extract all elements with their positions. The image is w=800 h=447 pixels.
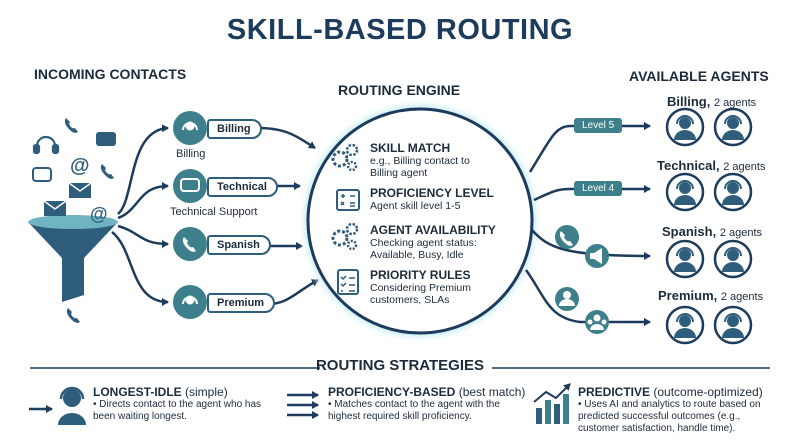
agent-avatar (713, 305, 753, 345)
phone-icon (182, 237, 196, 252)
agent-group-spanish-count: 2 agents (719, 227, 763, 239)
checklist-icon (337, 269, 359, 295)
agent-avatar (665, 305, 705, 345)
strategy-longest-idle-desc: • Directs contact to the agent who has b… (93, 399, 262, 422)
agent-group-premium-count: 2 agents (720, 291, 764, 303)
agent-group-billing-name: Billing, (667, 94, 711, 109)
headset-icon (32, 135, 60, 155)
strategy-proficiency: PROFICIENCY-BASED (best match) (328, 385, 525, 399)
agent-group-technical: Technical, 2 agents (657, 158, 765, 173)
agent-group-billing-count: 2 agents (713, 97, 757, 109)
routing-engine-circle (306, 107, 534, 335)
phone-icon (100, 164, 114, 179)
strategy-predictive: PREDICTIVE (outcome-optimized) (578, 385, 763, 399)
envelope-icon (43, 200, 67, 216)
agent-group-technical-name: Technical, (657, 158, 720, 173)
contact-tag-premium: Premium (207, 293, 276, 313)
calculator-icon (336, 189, 360, 211)
phone-icon (559, 231, 573, 246)
contact-tag-spanish: Spanish (207, 235, 271, 255)
level-tag-4: Level 4 (574, 181, 623, 196)
agent-avatar (665, 107, 705, 147)
criterion-proficiency-title: PROFICIENCY LEVEL (370, 186, 494, 200)
agent-group-billing: Billing, 2 agents (667, 94, 756, 109)
megaphone-icon (590, 248, 602, 264)
criterion-skill-match-desc: e.g., Billing contact to Billing agent (370, 155, 470, 179)
criterion-priority-desc: Considering Premium customers, SLAs (370, 282, 471, 306)
routing-strategies-header: ROUTING STRATEGIES (315, 357, 485, 374)
chat-icon (32, 167, 52, 182)
agent-avatars (665, 107, 753, 345)
at-icon: @ (90, 204, 108, 224)
criterion-availability-desc: Checking agent status: Available, Busy, … (370, 237, 477, 261)
strategy-proficiency-name: PROFICIENCY-BASED (328, 385, 456, 399)
arrows-icon (287, 391, 319, 419)
level-tag-5: Level 5 (574, 118, 623, 133)
strategy-predictive-name: PREDICTIVE (578, 385, 651, 399)
strategy-proficiency-desc: • Matches contact to the agent with the … (328, 399, 500, 422)
agent-group-premium: Premium, 2 agents (658, 288, 763, 303)
contact-caption-billing: Billing (176, 148, 206, 160)
chat-icon (96, 132, 116, 146)
agent-group-premium-name: Premium, (658, 288, 718, 303)
strategy-longest-idle: LONGEST-IDLE (simple) (93, 385, 228, 399)
incoming-arrows (111, 124, 169, 306)
chat-icon (180, 178, 200, 192)
engine-output-arrows (524, 122, 651, 326)
contact-tag-technical: Technical (207, 177, 278, 197)
available-agents-header: AVAILABLE AGENTS (629, 68, 769, 84)
phone-icon (64, 118, 78, 133)
agent-group-spanish: Spanish, 2 agents (662, 224, 762, 239)
contacts-funnel: @ @ (28, 118, 118, 323)
criteria-icons (331, 143, 360, 295)
gears-icon (331, 143, 359, 172)
agent-avatar (713, 107, 753, 147)
criterion-proficiency-desc: Agent skill level 1-5 (370, 200, 461, 212)
contact-caption-technical: Technical Support (170, 206, 258, 218)
phone-icon (66, 308, 80, 323)
user-icon (559, 291, 575, 306)
agent-headset-icon (58, 386, 86, 425)
gears-icon (331, 222, 359, 251)
routing-engine-header: ROUTING ENGINE (338, 82, 461, 98)
agent-avatar (713, 172, 753, 212)
page-title: SKILL-BASED ROUTING (226, 14, 574, 46)
incoming-contacts-header: INCOMING CONTACTS (34, 66, 187, 82)
strategy-icons (29, 383, 571, 425)
envelope-icon (68, 182, 92, 198)
criterion-availability-title: AGENT AVAILABILITY (370, 223, 496, 237)
criterion-skill-match-title: SKILL MATCH (370, 141, 451, 155)
agent-avatar (713, 239, 753, 279)
agent-group-spanish-name: Spanish, (662, 224, 717, 239)
bar-chart-icon (533, 383, 571, 424)
strategy-predictive-desc: • Uses AI and analytics to route based o… (578, 399, 761, 434)
headset-icon (182, 295, 198, 305)
headset-icon (182, 121, 198, 131)
criterion-priority-title: PRIORITY RULES (370, 268, 471, 282)
strategy-predictive-qual: (outcome-optimized) (653, 385, 763, 399)
agent-avatar (665, 172, 705, 212)
at-icon: @ (70, 155, 90, 177)
strategy-proficiency-qual: (best match) (458, 385, 526, 399)
agent-group-technical-count: 2 agents (723, 161, 766, 173)
contact-tag-billing: Billing (207, 119, 262, 139)
group-icon (587, 314, 607, 330)
agent-avatar (665, 239, 705, 279)
strategy-longest-idle-qual: (simple) (185, 385, 228, 399)
contact-icons (173, 111, 207, 319)
strategy-longest-idle-name: LONGEST-IDLE (93, 385, 182, 399)
